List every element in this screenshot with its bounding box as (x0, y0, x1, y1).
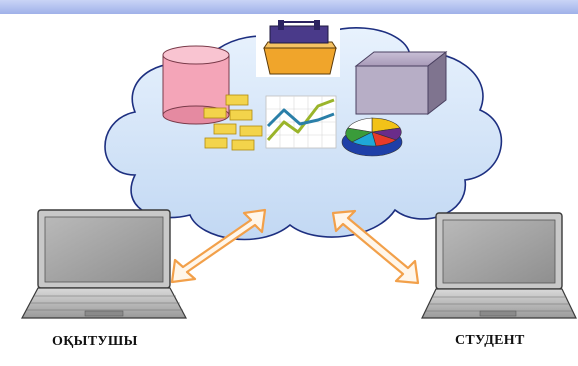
toolbox-icon (256, 15, 340, 77)
server-box-icon (354, 50, 448, 116)
pie-chart-icon (341, 117, 403, 157)
line-chart-icon (265, 95, 337, 149)
teacher-label: ОҚЫТУШЫ (52, 334, 138, 349)
header-band (0, 0, 578, 14)
laptop-teacher-icon (21, 209, 187, 319)
student-label: СТУДЕНТ (455, 333, 525, 348)
arrow-cloud-teacher (170, 208, 267, 284)
laptop-student-icon (421, 212, 577, 319)
cards-cluster-icon (203, 94, 263, 151)
database-icon (162, 45, 230, 125)
arrow-cloud-student (331, 209, 420, 285)
